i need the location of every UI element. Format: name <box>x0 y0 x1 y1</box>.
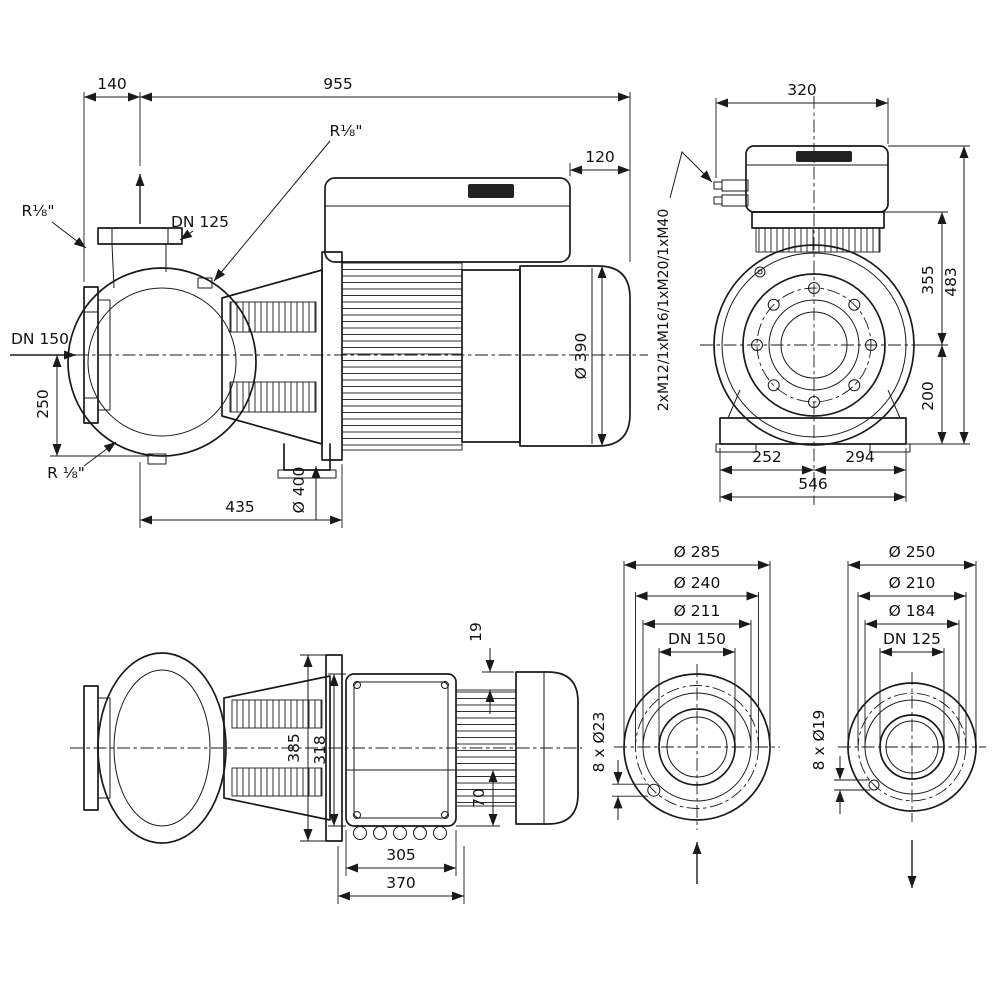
bore-dn125 <box>879 714 945 780</box>
bolt-circle-dn150 <box>635 685 759 809</box>
display-window <box>468 184 514 198</box>
pump-volute <box>67 227 257 465</box>
dn125-dimensions: Ø 250 Ø 210 Ø 184 DN 125 8 x Ø19 <box>810 543 977 888</box>
flange-outer-dn150 <box>623 673 771 821</box>
vent-plug-boss <box>197 277 213 289</box>
plug-drain-label: R ⅛" <box>47 464 85 482</box>
bolt-holes-dn150-label: 8 x Ø23 <box>590 712 608 773</box>
plug-flange-label: R⅛" <box>22 202 55 220</box>
dia-390-label: Ø 390 <box>572 333 590 380</box>
electronics-module-side <box>324 177 571 263</box>
dia-211-label: Ø 211 <box>674 602 721 620</box>
dim-355-label: 355 <box>919 265 937 295</box>
plug-flange-leader <box>51 221 87 249</box>
cable-gland-2 <box>721 194 749 207</box>
dim-435-label: 435 <box>225 498 255 516</box>
dim-955-label: 955 <box>323 75 353 93</box>
gland-3 <box>393 826 407 840</box>
view-front: 320 2xM12/1xM16/1xM20/1xM40 355 200 483 … <box>656 81 970 505</box>
dim-546-label: 546 <box>798 475 828 493</box>
fan-cowl-top <box>515 671 579 825</box>
dim-483-label: 483 <box>942 267 960 297</box>
motor-top <box>455 671 579 825</box>
motor-fins <box>341 261 463 451</box>
vent-plug-front <box>754 266 766 278</box>
bolt-holes-dn125-label: 8 x Ø19 <box>810 710 828 771</box>
suction-dn-label: DN 150 <box>11 330 69 348</box>
dim-19-label: 19 <box>467 622 485 642</box>
dim-318-label: 318 <box>311 735 329 765</box>
bracket-flange-top <box>325 654 343 842</box>
dim-70-label: 70 <box>470 788 488 808</box>
cable-gland-1 <box>721 179 749 192</box>
gland-4 <box>413 826 427 840</box>
front-view-dimensions: 320 2xM12/1xM16/1xM20/1xM40 355 200 483 … <box>656 81 970 502</box>
discharge-dn-label: DN 125 <box>171 213 229 231</box>
support-foot <box>283 443 331 471</box>
dn125-label: DN 125 <box>883 630 941 648</box>
cable-glands-label: 2xM12/1xM16/1xM20/1xM40 <box>656 209 672 412</box>
dim-320-label: 320 <box>787 81 817 99</box>
dia-240-label: Ø 240 <box>674 574 721 592</box>
dim-252-label: 252 <box>752 448 782 466</box>
electronics-module <box>324 177 571 263</box>
foot-pad-left <box>715 443 757 453</box>
view-top: 19 385 318 70 305 370 <box>70 622 582 904</box>
motor-body-side <box>321 251 631 461</box>
drain-plug <box>147 453 167 465</box>
dia-210-label: Ø 210 <box>889 574 936 592</box>
view-discharge-flange: Ø 250 Ø 210 Ø 184 DN 125 8 x Ø19 <box>810 543 986 888</box>
bolt-hole-dn125 <box>868 779 880 791</box>
side-view-dimensions: 140 955 120 R⅛" DN 125 R⅛" DN 150 250 R … <box>10 75 631 528</box>
dim-200-label: 200 <box>919 381 937 411</box>
support-foot-pad <box>277 469 337 479</box>
dim-140-label: 140 <box>97 75 127 93</box>
discharge-flange <box>97 227 183 245</box>
display-window-front <box>796 151 852 162</box>
bore-dn150 <box>658 708 736 786</box>
bolt-circle <box>756 287 872 403</box>
dn150-label: DN 150 <box>668 630 726 648</box>
dia-400-label: Ø 400 <box>290 467 308 514</box>
dim-294-label: 294 <box>845 448 875 466</box>
mounting-plate <box>751 211 885 229</box>
plug-drain-leader <box>83 441 117 467</box>
bracket-fins-bottom <box>229 381 317 413</box>
flange-outer-dn125 <box>847 682 977 812</box>
bolt-hole-dn150 <box>647 783 661 797</box>
motor-front <box>713 244 915 453</box>
foot-pad-right <box>869 443 911 453</box>
dia-250-label: Ø 250 <box>889 543 936 561</box>
view-side: 140 955 120 R⅛" DN 125 R⅛" DN 150 250 R … <box>10 75 648 528</box>
gland-2 <box>373 826 387 840</box>
gland-1 <box>353 826 367 840</box>
view-suction-flange: Ø 285 Ø 240 Ø 211 DN 150 8 x Ø23 <box>590 543 780 884</box>
pump-volute-top <box>83 652 227 844</box>
cable-glands-leader <box>669 151 713 199</box>
dim-370-label: 370 <box>386 874 416 892</box>
motor-bracket <box>197 269 337 479</box>
dia-184-label: Ø 184 <box>889 602 936 620</box>
dim-305-label: 305 <box>386 846 416 864</box>
dn150-dimensions: Ø 285 Ø 240 Ø 211 DN 150 8 x Ø23 <box>590 543 771 884</box>
dim-120-label: 120 <box>585 148 615 166</box>
dim-250-label: 250 <box>34 389 52 419</box>
motor-endbell <box>461 269 521 443</box>
electronics-module-front <box>713 145 889 253</box>
bracket-flange-disc <box>321 251 343 461</box>
bolt-circle-dn125 <box>857 692 967 802</box>
electronics-module-top <box>345 673 457 840</box>
discharge-dn-leader <box>179 229 194 241</box>
plug-top-label: R⅛" <box>330 122 363 140</box>
top-view-dimensions: 19 385 318 70 305 370 <box>285 622 514 904</box>
gland-5 <box>433 826 447 840</box>
dim-385-label: 385 <box>285 733 303 763</box>
fin-row <box>755 227 881 253</box>
base-frame <box>719 417 907 445</box>
bracket-fins-top <box>229 301 317 333</box>
dia-285-label: Ø 285 <box>674 543 721 561</box>
pump-flange-circle <box>742 273 886 417</box>
plug-top-leader <box>213 140 331 282</box>
